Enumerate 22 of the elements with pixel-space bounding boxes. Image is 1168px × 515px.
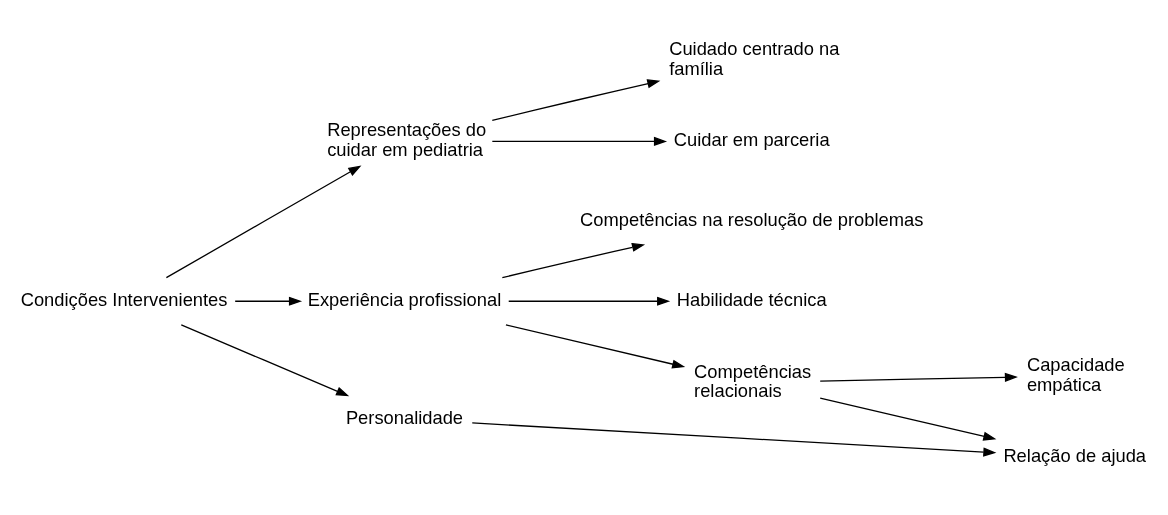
- arrow: [180, 323, 350, 396]
- node-text: Representações do cuidar em pediatria: [327, 118, 487, 160]
- arrow: [491, 136, 668, 146]
- arrow: [819, 372, 1018, 382]
- arrow: [471, 421, 997, 457]
- arrow: [819, 397, 997, 441]
- arrow: [501, 242, 646, 278]
- node-text: Condições Intervenientes: [20, 288, 228, 310]
- node-text: Cuidar em parceria: [673, 128, 830, 150]
- arrow: [508, 296, 671, 306]
- arrow: [234, 296, 303, 306]
- arrow: [505, 323, 686, 369]
- node-text: Relação de ajuda: [1003, 444, 1147, 466]
- node-text: Capacidade empática: [1026, 353, 1125, 395]
- node-text: Competências relacionais: [694, 360, 812, 401]
- node-text: Habilidade técnica: [676, 288, 827, 310]
- node-text: Personalidade: [345, 406, 464, 428]
- arrow: [165, 164, 362, 278]
- node-text: Experiência profissional: [307, 288, 502, 310]
- arrow: [491, 78, 661, 121]
- node-text: Competências na resolução de problemas: [580, 208, 924, 230]
- node-text: Cuidado centrado na família: [669, 37, 840, 79]
